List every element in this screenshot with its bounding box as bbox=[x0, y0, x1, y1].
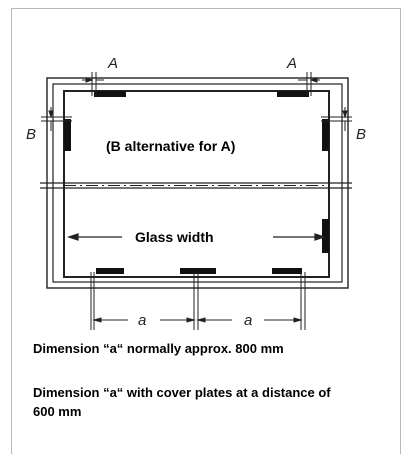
dimension-label-a-right: A bbox=[286, 55, 297, 72]
dimension-label-b-left: B bbox=[26, 126, 36, 143]
caption-cover-plates-dimension: Dimension “a“ with cover plates at a dis… bbox=[33, 385, 331, 419]
glass-pane-diagram: A A B B (B alternative for A) Glass widt… bbox=[26, 55, 366, 330]
block-bottom-right bbox=[272, 268, 302, 274]
dimension-a-top bbox=[82, 72, 320, 96]
glass-width-label: Glass width bbox=[135, 229, 214, 245]
alternative-note: (B alternative for A) bbox=[106, 138, 235, 154]
dimension-label-b-right: B bbox=[356, 126, 366, 143]
dimension-label-a-left: A bbox=[107, 55, 118, 72]
glass-width-dimension bbox=[67, 233, 326, 241]
break-line bbox=[40, 182, 352, 189]
block-bottom-middle bbox=[180, 268, 216, 274]
block-bottom-left bbox=[96, 268, 124, 274]
block-top-left bbox=[94, 91, 126, 97]
block-right-bottom bbox=[322, 219, 329, 253]
dimension-a-bottom bbox=[90, 272, 306, 330]
dimension-label-a-bottom-right: a bbox=[244, 312, 252, 329]
block-top-right bbox=[277, 91, 309, 97]
glass-pane-outline bbox=[63, 90, 330, 278]
dimension-label-a-bottom-left: a bbox=[138, 312, 146, 329]
block-right-top bbox=[322, 119, 329, 151]
dimension-b-sides bbox=[41, 107, 352, 131]
figure-frame bbox=[11, 8, 401, 454]
caption-normal-dimension: Dimension “a“ normally approx. 800 mm bbox=[33, 341, 284, 356]
block-left bbox=[64, 119, 71, 151]
setting-blocks bbox=[64, 91, 329, 274]
